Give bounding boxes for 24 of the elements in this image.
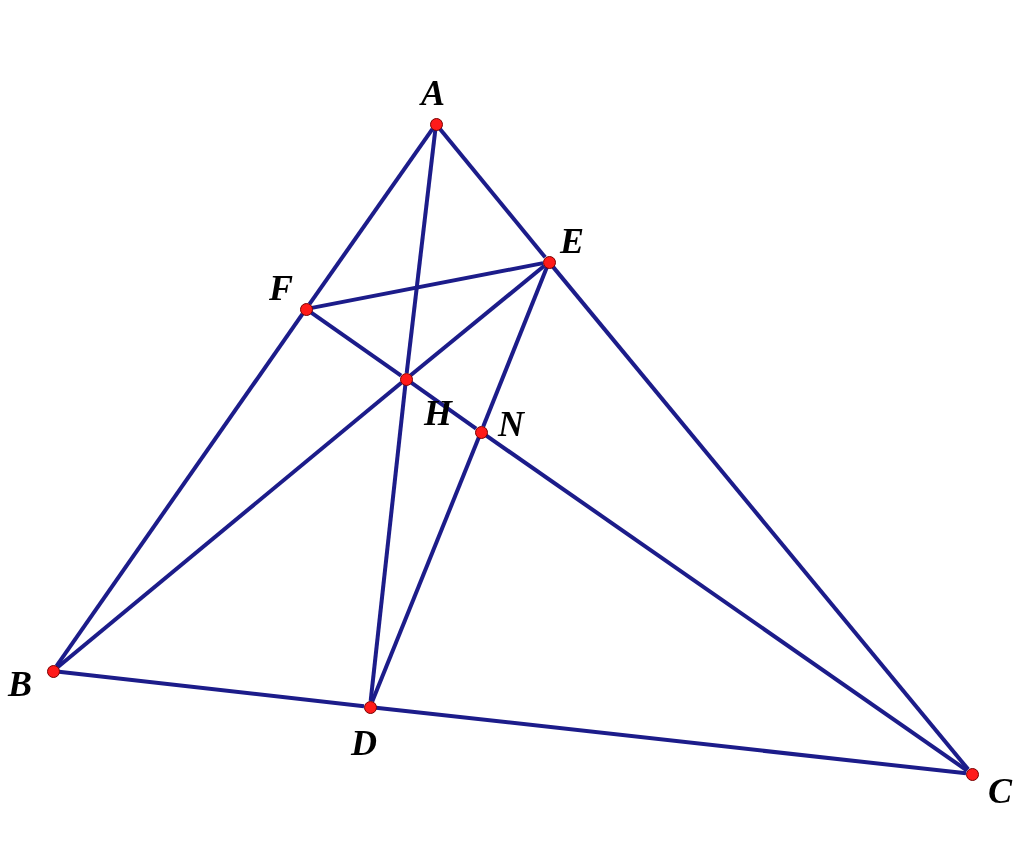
line-segment — [404, 129, 438, 374]
line-segment — [58, 669, 365, 709]
point-label: E — [560, 223, 584, 259]
line-segment — [551, 265, 970, 771]
point-label: C — [988, 773, 1012, 809]
line-segment — [368, 384, 408, 702]
line-segment — [409, 380, 478, 431]
line-segment — [375, 705, 967, 776]
line-segment — [311, 261, 544, 310]
line-segment — [481, 266, 549, 428]
line-segment — [409, 264, 546, 377]
line-segment — [56, 381, 403, 669]
point-label: N — [498, 406, 524, 442]
line-segment — [309, 310, 403, 378]
point-label: H — [424, 395, 452, 431]
line-segment — [484, 433, 969, 773]
point-label: A — [421, 75, 445, 111]
point-label: B — [8, 666, 32, 702]
line-segment — [370, 436, 481, 703]
line-segment — [438, 127, 547, 259]
point-label: D — [351, 725, 377, 761]
line-segment — [54, 312, 305, 668]
point-label: F — [269, 270, 293, 306]
line-segment — [307, 127, 435, 306]
